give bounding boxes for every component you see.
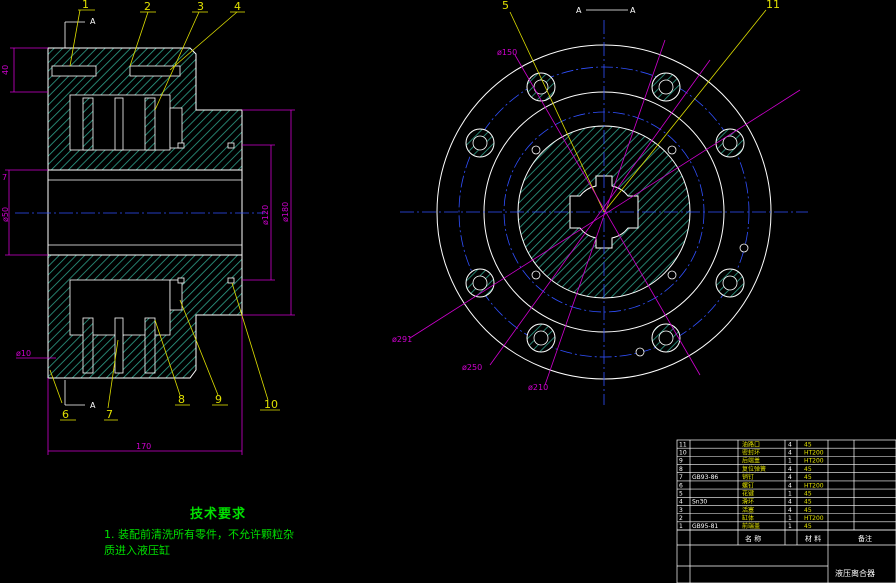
title-block-cell-no: 1 (679, 523, 683, 530)
dim-d10: ø10 (16, 349, 31, 358)
title-block-header-name: 名 称 (745, 534, 761, 543)
title-block-cell-material: 45 (804, 466, 812, 473)
part-number-3: 3 (197, 0, 204, 13)
title-block-cell-material: 45 (804, 474, 812, 481)
tech-requirement-line-1: 1. 装配前清洗所有零件，不允许颗粒杂 (104, 528, 294, 541)
part-number-1: 1 (82, 0, 89, 11)
title-block-cell-code: Sn30 (692, 499, 707, 506)
title-block-cell-no: 5 (679, 490, 683, 497)
title-block-cell-material: HT200 (804, 515, 824, 522)
title-block-cell-qty: 1 (788, 458, 792, 465)
part-number-9: 9 (215, 393, 222, 406)
tech-requirement-line-2: 质进入液压缸 (104, 544, 170, 557)
dim-d250: ø250 (462, 363, 482, 372)
title-block-cell-material: 45 (804, 507, 812, 514)
dim-40: 40 (1, 65, 10, 75)
dim-d120: ø120 (261, 205, 270, 225)
title-block-cell-no: 8 (679, 466, 683, 473)
dim-170: 170 (136, 442, 151, 451)
title-block-cell-no: 6 (679, 482, 683, 489)
title-block-note: 备注 (858, 534, 872, 543)
title-block-cell-qty: 4 (788, 482, 792, 489)
title-block-cell-qty: 4 (788, 507, 792, 514)
title-block-cell-material: HT200 (804, 458, 824, 465)
section-label-top: A (90, 17, 96, 26)
title-block-cell-qty: 4 (788, 474, 792, 481)
part-number-4: 4 (234, 0, 241, 13)
title-block-cell-material: 45 (804, 490, 812, 497)
title-block-cell-no: 9 (679, 458, 683, 465)
title-block-cell-code: GB95-81 (692, 523, 718, 530)
section-label-view-left: A (576, 6, 582, 15)
title-block-cell-qty: 4 (788, 441, 792, 448)
title-block-cell-name: 后端盖 (742, 457, 760, 465)
title-block-header-material: 材 料 (805, 534, 821, 543)
dim-d291: ø291 (392, 335, 412, 344)
dim-7: 7 (2, 173, 7, 182)
drawing-name: 液压离合器 (835, 568, 875, 578)
part-number-2: 2 (144, 0, 151, 13)
tech-requirements-title: 技术要求 (190, 507, 247, 522)
title-block-cell-no: 10 (679, 450, 687, 457)
dim-d210: ø210 (528, 383, 548, 392)
title-block-cell-name: 油路口 (742, 440, 760, 448)
section-label-bottom: A (90, 401, 96, 410)
title-block-cell-material: 45 (804, 523, 812, 530)
title-block-cell-qty: 1 (788, 523, 792, 530)
title-block-cell-name: 复位弹簧 (742, 465, 766, 473)
title-block-cell-qty: 4 (788, 499, 792, 506)
title-block-cell-qty: 1 (788, 515, 792, 522)
right-end-view: ø150 ø291 ø250 ø210 5 11 A A (392, 0, 808, 405)
section-label-view-right: A (630, 6, 636, 15)
part-number-7: 7 (106, 408, 113, 421)
title-block-cell-no: 4 (679, 499, 683, 506)
title-block-cell-qty: 4 (788, 466, 792, 473)
dim-d150: ø150 (497, 48, 517, 57)
part-number-5: 5 (502, 0, 509, 12)
title-block-cell-qty: 1 (788, 490, 792, 497)
title-block-cell-no: 2 (679, 515, 683, 522)
dim-d50: ø50 (1, 207, 10, 222)
title-block-cell-name: 花键 (742, 489, 754, 497)
part-number-11: 11 (766, 0, 780, 11)
title-block-cell-no: 7 (679, 474, 683, 481)
title-block-cell-material: 45 (804, 441, 812, 448)
part-number-8: 8 (178, 393, 185, 406)
title-block-cell-material: HT200 (804, 450, 824, 457)
title-block-cell-qty: 4 (788, 450, 792, 457)
part-number-6: 6 (62, 408, 69, 421)
left-section-view: 40 ø50 ø120 ø180 ø10 170 7 A A (1, 17, 295, 455)
title-block-cell-name: 螺钉 (742, 481, 754, 489)
title-block-cell-no: 3 (679, 507, 683, 514)
title-block-cell-material: HT200 (804, 482, 824, 489)
title-block (676, 439, 896, 583)
title-block-cell-name: 前端盖 (742, 522, 760, 530)
part-number-10: 10 (264, 398, 278, 411)
title-block-cell-name: 缸体 (742, 514, 754, 522)
title-block-cell-no: 11 (679, 441, 687, 448)
title-block-cell-name: 密封环 (742, 449, 760, 457)
title-block-cell-name: 滑环 (742, 498, 754, 506)
title-block-cell-name: 活塞 (742, 506, 754, 514)
dim-d180: ø180 (281, 202, 290, 222)
title-block-cell-name: 销钉 (742, 473, 754, 481)
title-block-cell-material: 45 (804, 499, 812, 506)
title-block-cell-code: GB93-86 (692, 474, 718, 481)
